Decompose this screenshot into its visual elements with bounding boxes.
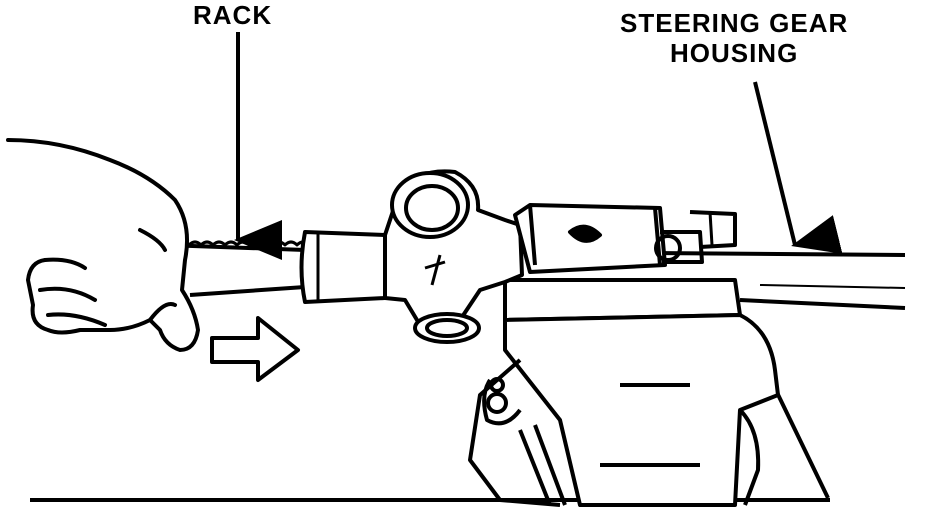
steering-gear-housing-label: STEERING GEAR HOUSING bbox=[620, 8, 848, 68]
steering-gear-housing bbox=[163, 169, 737, 344]
rack-label: RACK bbox=[193, 0, 273, 30]
direction-arrow-icon bbox=[210, 316, 300, 382]
housing-label-line-2: HOUSING bbox=[669, 38, 799, 68]
leader-lines bbox=[234, 32, 843, 260]
bench-vise-icon bbox=[468, 250, 906, 507]
hand-icon bbox=[6, 138, 200, 352]
housing-leader-line bbox=[753, 81, 843, 254]
housing-label-line-1: STEERING GEAR bbox=[620, 8, 849, 38]
